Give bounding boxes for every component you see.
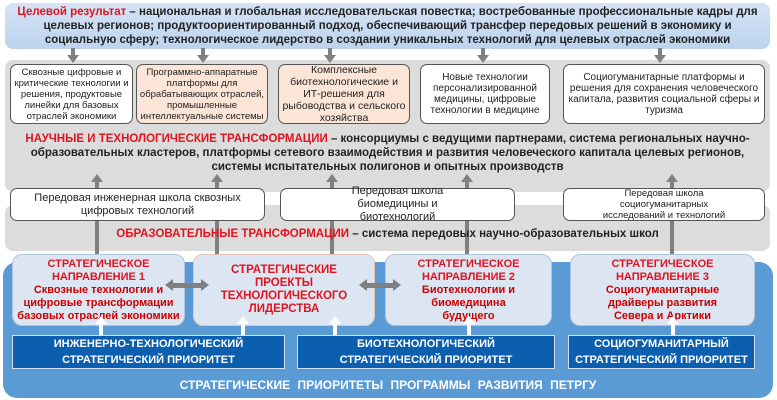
direction-title: СТРАТЕГИЧЕСКОЕ НАПРАВЛЕНИЕ 3 (611, 257, 714, 283)
edu-text: – система передовых научно-образовательн… (349, 228, 659, 240)
priority-line: СОЦИОГУМАНИТАРНЫЙ (594, 338, 729, 350)
direction-text: Биотехнологии и биомедицина будущего (421, 283, 516, 322)
priority-engineering: ИНЖЕНЕРНО-ТЕХНОЛОГИЧЕСКИЙ СТРАТЕГИЧЕСКИЙ … (12, 335, 285, 369)
strategic-projects: СТРАТЕГИЧЕСКИЕ ПРОЕКТЫ ТЕХНОЛОГИЧЕСКОГО … (193, 254, 375, 326)
edu-transformations: ОБРАЗОВАТЕЛЬНЫЕ ТРАНСФОРМАЦИИ – система … (20, 226, 755, 242)
arrow-down-icon (477, 48, 489, 63)
edu-label: ОБРАЗОВАТЕЛЬНЫЕ ТРАНСФОРМАЦИИ (116, 228, 350, 240)
target-label: Целевой результат (17, 6, 127, 18)
sci-transformations: НАУЧНЫЕ И ТЕХНОЛОГИЧЕСКИЕ ТРАНСФОРМАЦИИ … (20, 128, 755, 178)
double-arrow-icon (359, 279, 401, 291)
priority-line: БИОТЕХНОЛОГИЧЕСКИЙ (357, 338, 495, 350)
arrow-down-icon (324, 48, 336, 63)
priority-biotech: БИОТЕХНОЛОГИЧЕСКИЙ СТРАТЕГИЧЕСКИЙ ПРИОРИТ… (297, 335, 555, 369)
result-box: Комплексные биотехнологические и ИТ-реше… (278, 64, 410, 124)
school-box: Передовая школа социогуманитарных исслед… (563, 188, 765, 221)
priority-socio: СОЦИОГУМАНИТАРНЫЙ СТРАТЕГИЧЕСКИЙ ПРИОРИТЕ… (568, 335, 755, 369)
arrow-up-icon (237, 316, 249, 335)
priority-line: СТРАТЕГИЧЕСКИЙ ПРИОРИТЕТ (575, 354, 748, 366)
arrow-up-icon (91, 174, 103, 261)
arrow-up-icon (329, 316, 341, 335)
school-box: Передовая школа биомедицины и биотехноло… (280, 185, 515, 223)
sci-text: – консорциумы с ведущими партнерами, сис… (30, 133, 750, 173)
direction-title: СТРАТЕГИЧЕСКИЕ ПРОЕКТЫ ТЕХНОЛОГИЧЕСКОГО … (220, 264, 348, 315)
footer-title: СТРАТЕГИЧЕСКИЕ ПРИОРИТЕТЫ ПРОГРАММЫ РАЗВ… (179, 378, 597, 392)
priority-line: СТРАТЕГИЧЕСКИЙ ПРИОРИТЕТ (62, 354, 235, 366)
priority-line: СТРАТЕГИЧЕСКИЙ ПРИОРИТЕТ (339, 354, 513, 366)
result-box: Новые технологии персонализированной мед… (420, 64, 550, 124)
arrow-down-icon (197, 48, 209, 63)
double-arrow-icon (165, 279, 209, 291)
result-box: Сквозные цифровые и критические технолог… (10, 64, 133, 124)
arrow-up-icon (326, 174, 338, 261)
arrow-up-icon (666, 174, 678, 261)
direction-text: Социогуманитарные драйверы развития Севе… (605, 283, 720, 322)
school-box: Передовая инженерная школа сквозных цифр… (10, 188, 265, 221)
arrow-down-icon (654, 48, 666, 63)
result-box: Социогуманитарные платформы и решения дл… (563, 64, 765, 124)
arrow-up-icon (667, 316, 679, 335)
arrow-up-icon (95, 316, 107, 335)
direction-title: СТРАТЕГИЧЕСКОЕ НАПРАВЛЕНИЕ 2 (417, 257, 520, 283)
arrow-up-icon (463, 316, 475, 335)
target-result-box: Целевой результат – национальная и глоба… (5, 3, 770, 49)
result-box: Программно-аппаратные платформы для обра… (136, 64, 268, 124)
sci-label: НАУЧНЫЕ И ТЕХНОЛОГИЧЕСКИЕ ТРАНСФОРМАЦИИ (25, 133, 328, 145)
target-text: – национальная и глобальная исследовател… (43, 6, 758, 46)
arrow-up-icon (211, 174, 223, 261)
direction-title: СТРАТЕГИЧЕСКОЕ НАПРАВЛЕНИЕ 1 (47, 257, 150, 283)
priority-line: ИНЖЕНЕРНО-ТЕХНОЛОГИЧЕСКИЙ (53, 338, 244, 350)
arrow-down-icon (67, 48, 79, 63)
arrow-up-icon (461, 174, 473, 261)
direction-text: Сквозные технологии и цифровые трансформ… (17, 283, 180, 322)
